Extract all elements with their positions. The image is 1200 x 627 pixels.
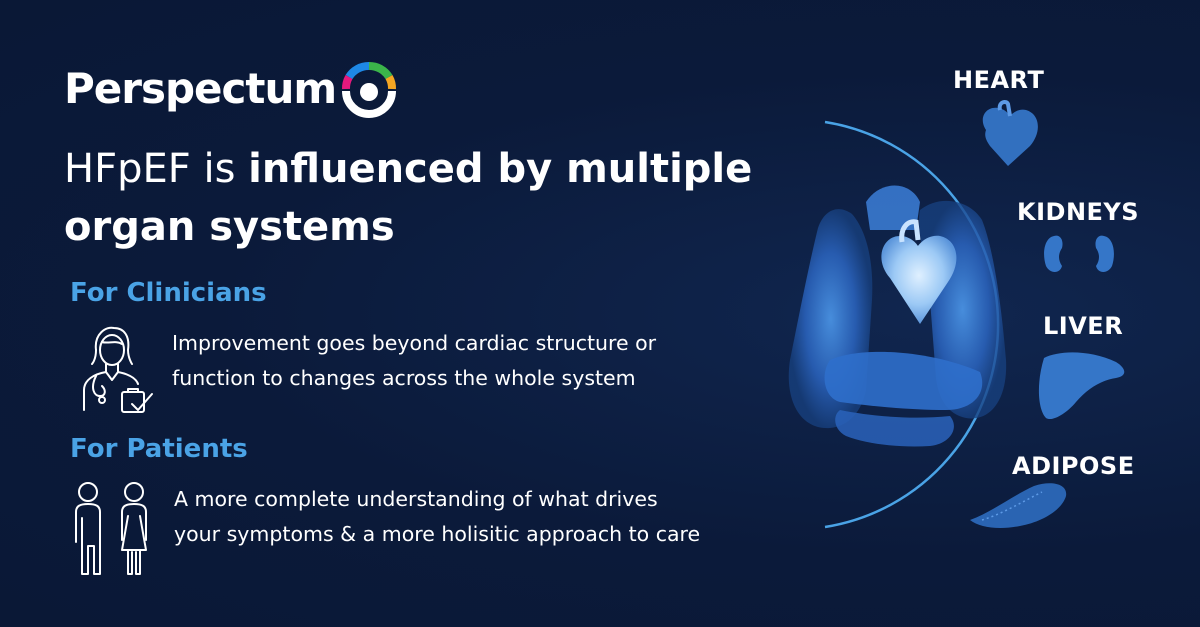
brand-mark-icon	[342, 62, 397, 118]
patients-line1: A more complete understanding of what dr…	[174, 487, 658, 511]
kidneys-label: KIDNEYS	[1017, 198, 1140, 226]
heart-shape	[881, 219, 957, 324]
patients-icon	[75, 482, 147, 575]
adipose-icon	[970, 483, 1067, 528]
clinician-icon	[83, 326, 153, 413]
heart-icon	[982, 100, 1038, 166]
adipose-label: ADIPOSE	[1012, 452, 1135, 480]
patients-title: For Patients	[70, 434, 248, 464]
clinicians-line2: function to changes across the whole sys…	[172, 366, 636, 390]
clinicians-text: Improvement goes beyond cardiac structur…	[172, 326, 772, 396]
brand-wordmark: Perspectum	[64, 64, 337, 113]
heart-label: HEART	[953, 66, 1045, 94]
clinicians-line1: Improvement goes beyond cardiac structur…	[172, 331, 657, 355]
headline-part2: influenced by multiple	[248, 146, 753, 192]
liver-icon	[1038, 352, 1125, 420]
perspectum-logo: Perspectum	[64, 60, 398, 118]
kidneys-icon	[1044, 235, 1114, 272]
organ-system-illustration	[788, 120, 1007, 529]
clinicians-title: For Clinicians	[70, 278, 267, 308]
liver-label: LIVER	[1043, 312, 1124, 340]
headline: HFpEF is influenced by multiple organ sy…	[64, 140, 784, 256]
headline-part3: organ systems	[64, 204, 395, 250]
patients-text: A more complete understanding of what dr…	[174, 482, 774, 552]
patients-line2: your symptoms & a more holisitic approac…	[174, 522, 701, 546]
headline-part1: HFpEF is	[64, 146, 249, 192]
